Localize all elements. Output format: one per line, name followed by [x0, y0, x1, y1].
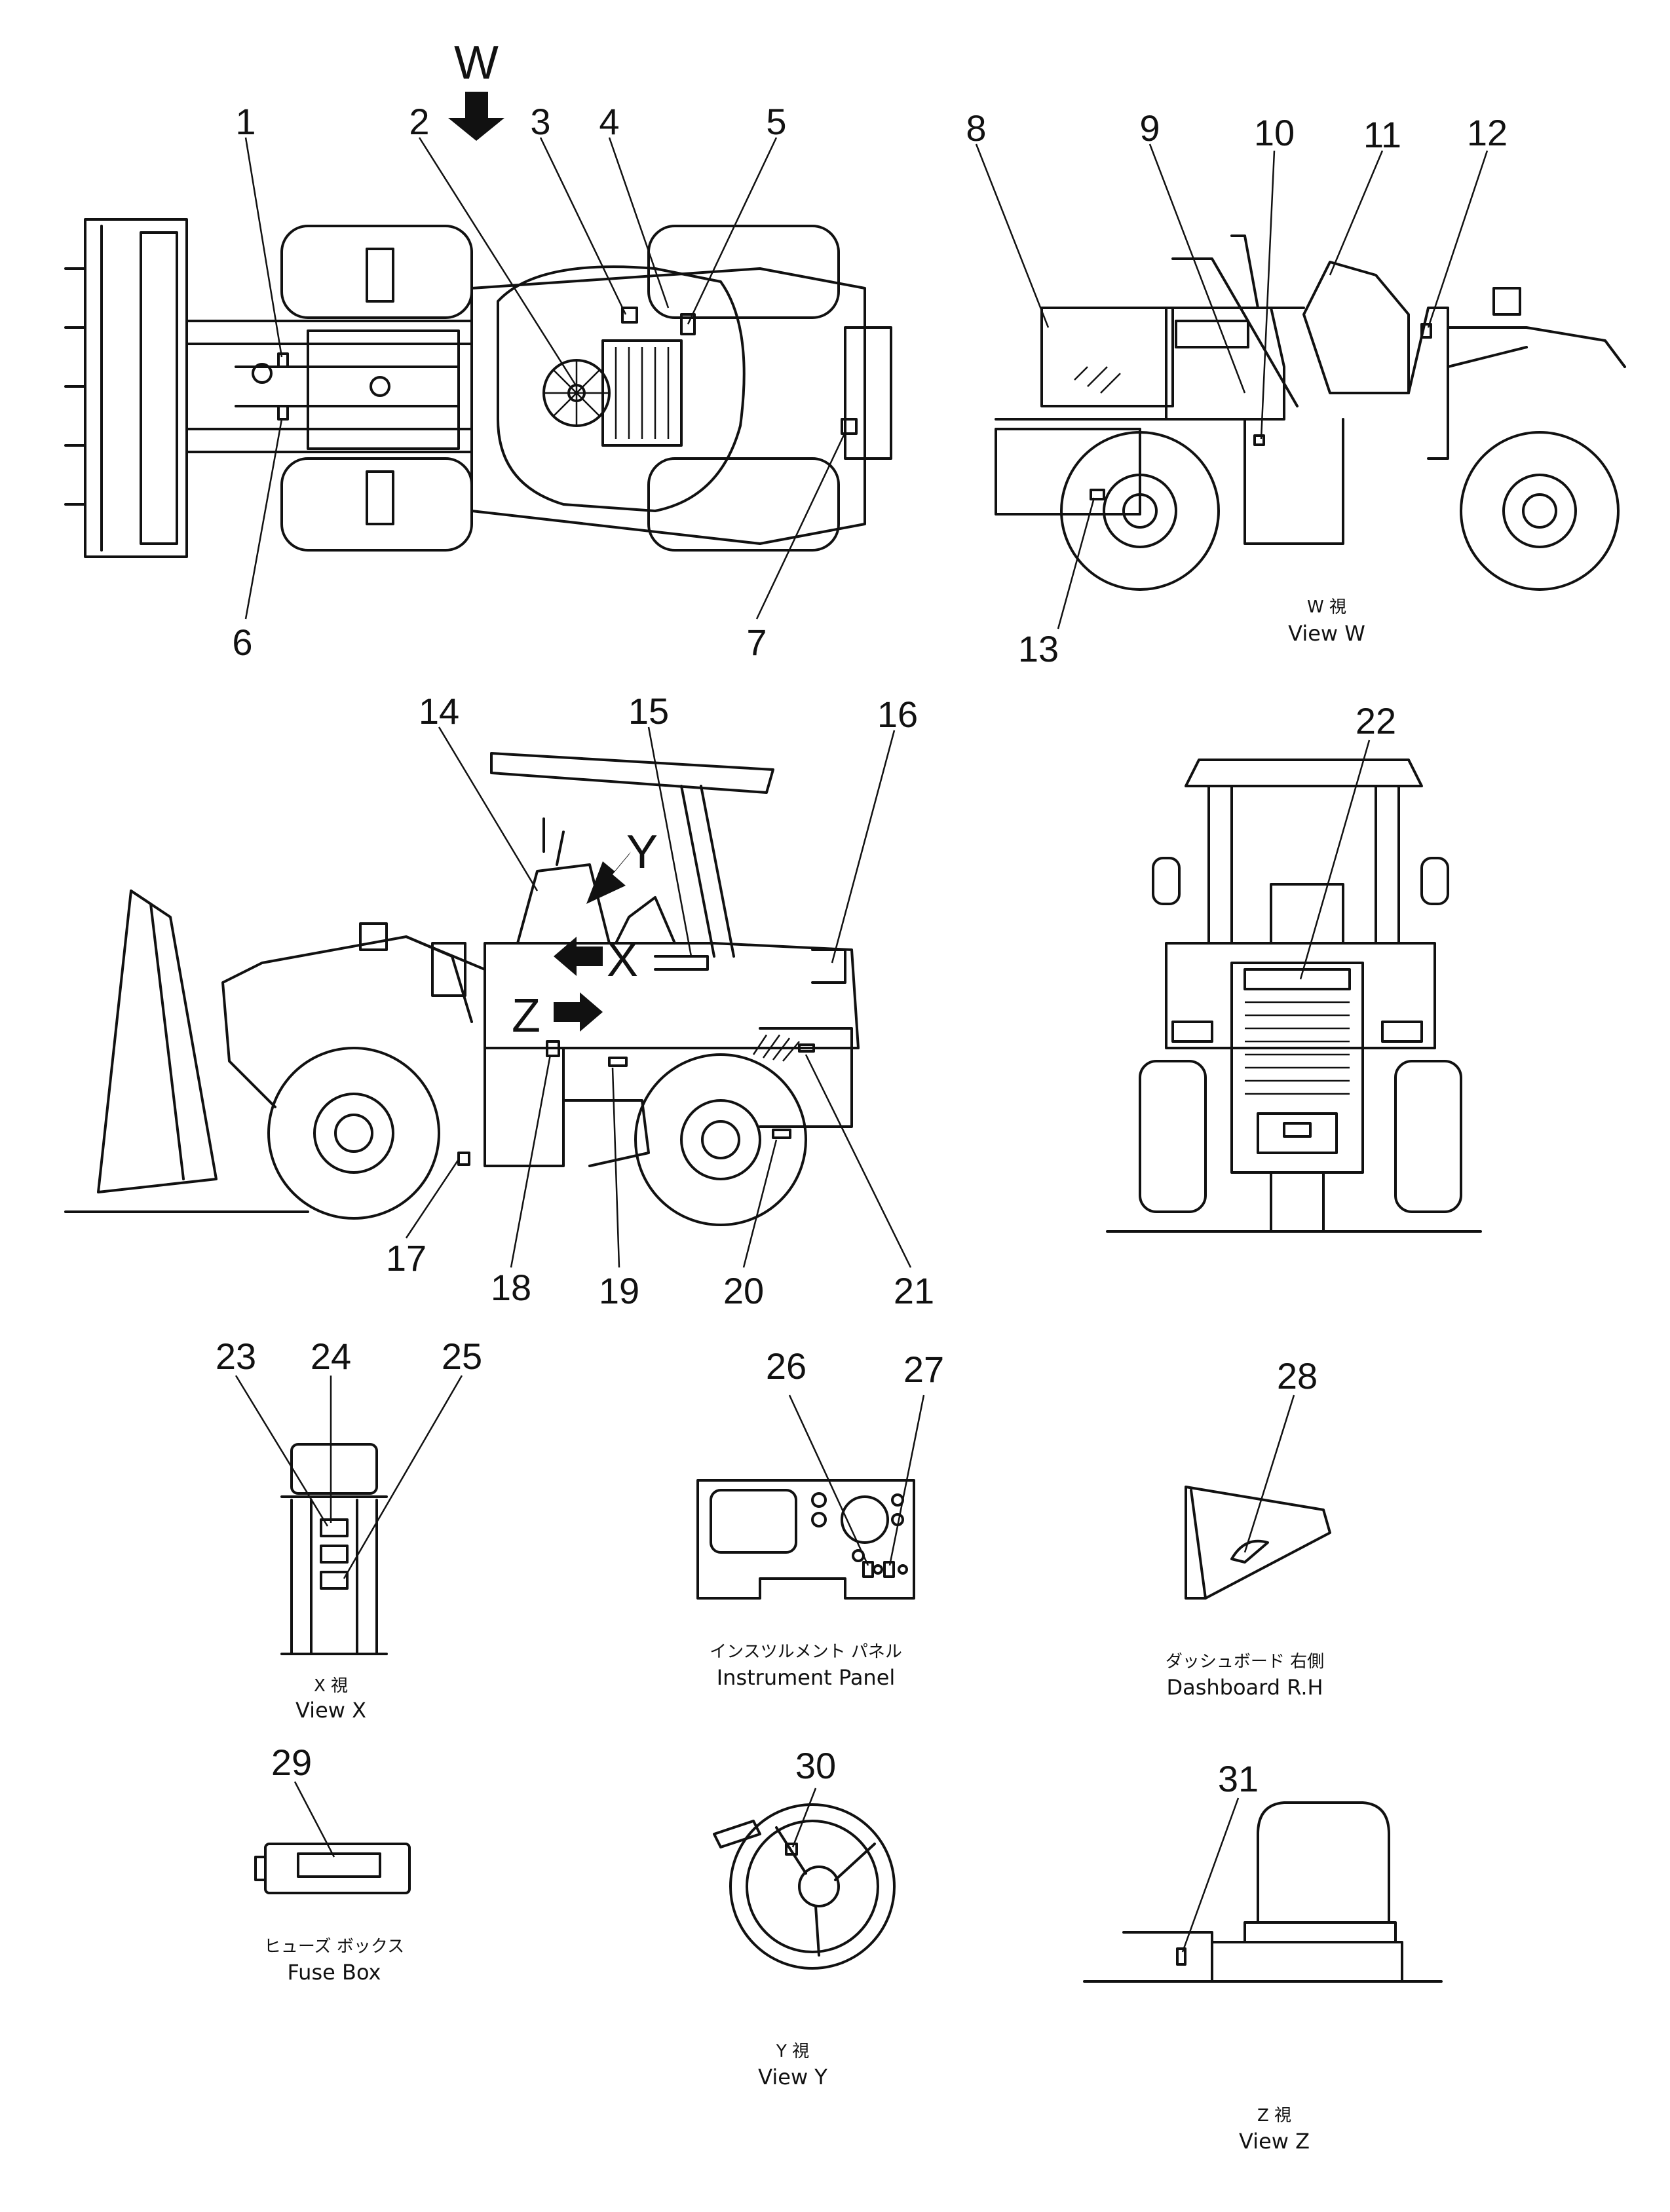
fuse-box-caption-jp: ヒューズ ボックス	[264, 1937, 404, 1957]
view-w-caption-jp: W 視	[1307, 597, 1346, 617]
callout-29: 29	[271, 1742, 312, 1783]
view-w-caption: W 視 View W	[1288, 597, 1365, 646]
view-w-leader-lines	[975, 143, 1489, 629]
direction-label-w: W	[454, 37, 499, 89]
callout-28: 28	[1277, 1355, 1318, 1397]
fuse-box-caption: Fuse Box	[288, 1960, 381, 1985]
view-y-caption: View Y	[758, 2065, 827, 2090]
callout-13: 13	[1018, 628, 1059, 669]
dashboard-rh-caption-jp: ダッシュボード 右側	[1166, 1652, 1324, 1672]
instrument-panel-caption: Instrument Panel	[717, 1665, 896, 1690]
callout-21: 21	[894, 1270, 934, 1311]
instrument-panel-drawing	[696, 1479, 915, 1600]
callout-20: 20	[723, 1270, 764, 1311]
direction-label-z: Z	[512, 990, 541, 1042]
callout-22: 22	[1356, 700, 1396, 741]
instrument-panel-leader-lines	[788, 1395, 925, 1566]
view-x-caption: View X	[295, 1698, 366, 1723]
view-x-callouts: 23 24 25	[216, 1336, 482, 1377]
direction-arrow-x	[554, 937, 603, 976]
top-view-callouts: 1 2 3 4 5 6 7	[232, 101, 786, 663]
direction-arrow-y	[586, 852, 631, 904]
callout-24: 24	[311, 1336, 351, 1377]
dashboard-rh-drawing	[1185, 1486, 1331, 1600]
rear-view-leader-line	[1299, 740, 1371, 980]
view-x-drawing	[280, 1443, 388, 1655]
callout-1: 1	[235, 101, 256, 142]
callout-6: 6	[232, 622, 252, 663]
callout-18: 18	[491, 1267, 531, 1308]
instrument-panel-callouts: 26 27	[766, 1345, 944, 1390]
direction-label-y: Y	[626, 826, 658, 878]
fuse-box-caption: ヒューズ ボックス Fuse Box	[264, 1937, 404, 1985]
direction-arrow-z	[554, 992, 603, 1032]
top-view-drawing	[64, 218, 892, 558]
callout-5: 5	[766, 101, 786, 142]
view-z-leader-line	[1181, 1797, 1240, 1953]
callout-27: 27	[903, 1349, 944, 1390]
view-x-caption-jp: X 視	[314, 1676, 348, 1696]
callout-23: 23	[216, 1336, 256, 1377]
instrument-panel-caption-jp: インスツルメント パネル	[710, 1642, 902, 1662]
view-y-caption: Y 視 View Y	[758, 2042, 827, 2090]
dashboard-rh-caption: ダッシュボード 右側 Dashboard R.H	[1166, 1652, 1324, 1700]
dashboard-rh-leader-line	[1243, 1395, 1295, 1553]
top-view-leader-lines	[244, 137, 846, 620]
fuse-box-drawing	[254, 1843, 411, 1894]
view-w-drawing	[995, 234, 1626, 591]
callout-31: 31	[1218, 1758, 1259, 1799]
callout-8: 8	[966, 107, 986, 149]
view-w-caption: View W	[1288, 621, 1365, 646]
callout-9: 9	[1139, 107, 1160, 149]
dashboard-rh-caption: Dashboard R.H	[1166, 1675, 1323, 1700]
callout-12: 12	[1467, 112, 1508, 153]
callout-17: 17	[386, 1237, 427, 1279]
side-view-drawing	[64, 752, 860, 1226]
view-z-caption: Z 視 View Z	[1239, 2106, 1310, 2154]
callout-10: 10	[1254, 112, 1295, 153]
callout-30: 30	[795, 1745, 836, 1786]
callout-11: 11	[1363, 114, 1401, 155]
callout-14: 14	[419, 690, 459, 732]
instrument-panel-caption: インスツルメント パネル Instrument Panel	[710, 1642, 902, 1690]
view-y-caption-jp: Y 視	[776, 2042, 809, 2061]
callout-4: 4	[599, 101, 619, 142]
callout-16: 16	[877, 694, 918, 735]
callout-19: 19	[599, 1270, 639, 1311]
side-view-callouts: 14 15 16 17 18 19 20 21	[386, 690, 934, 1311]
view-x-caption: X 視 View X	[295, 1676, 366, 1723]
rear-view-drawing	[1106, 759, 1482, 1233]
view-y-leader-line	[791, 1788, 817, 1848]
view-w-callouts: 8 9 10 11 12 13	[966, 107, 1508, 669]
callout-25: 25	[442, 1336, 482, 1377]
side-view-leader-lines	[405, 726, 912, 1268]
view-x-leader-lines	[235, 1375, 463, 1579]
callout-15: 15	[628, 690, 669, 732]
direction-arrow-w	[448, 92, 504, 141]
callout-2: 2	[409, 101, 429, 142]
fuse-box-leader-line	[294, 1781, 335, 1858]
callout-3: 3	[530, 101, 550, 142]
callout-7: 7	[746, 622, 767, 663]
view-z-caption: View Z	[1239, 2129, 1310, 2154]
view-y-drawing	[713, 1803, 896, 1970]
callout-26: 26	[766, 1345, 807, 1387]
view-z-drawing	[1083, 1801, 1443, 1983]
view-z-caption-jp: Z 視	[1257, 2106, 1291, 2126]
direction-label-x: X	[607, 934, 638, 986]
